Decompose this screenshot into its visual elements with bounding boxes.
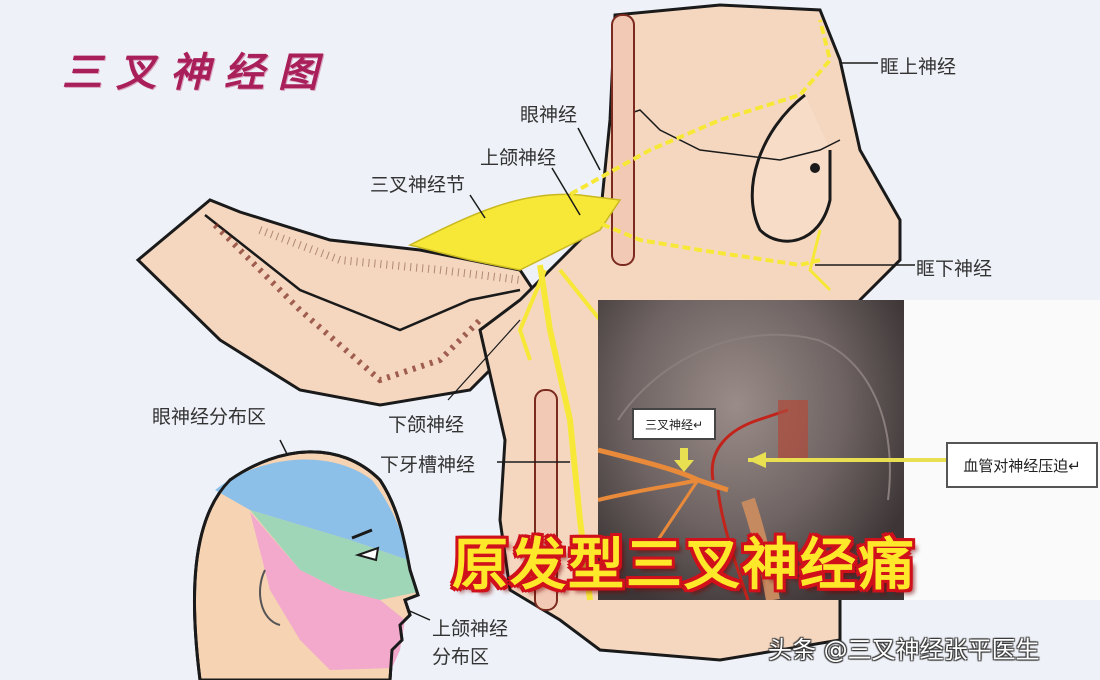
label-mandibular-nerve: 下颌神经 [388, 414, 465, 436]
label-ophthalmic-distribution: 眼神经分布区 [152, 406, 267, 428]
brain-inset-photo [598, 300, 904, 600]
label-maxillary-distribution-2: 分布区 [432, 646, 490, 668]
vascular-compression-callout: 血管对神经压迫↵ [946, 442, 1098, 488]
headline-caption: 原发型三叉神经痛 [452, 533, 916, 598]
diagram-title: 三叉神经图 [62, 49, 332, 96]
brain-vessel-illustration [598, 333, 904, 600]
watermark: 头条 @三叉神经张平医生 [768, 636, 1040, 664]
label-maxillary-nerve: 上颌神经 [480, 147, 557, 169]
callout-arrow [904, 458, 946, 462]
label-infraorbital-nerve: 眶下神经 [916, 258, 993, 280]
label-ophthalmic-nerve: 眼神经 [520, 104, 578, 126]
label-trigeminal-ganglion: 三叉神经节 [370, 174, 466, 196]
label-inferior-alveolar-nerve: 下牙槽神经 [380, 454, 476, 476]
label-supraorbital-nerve: 眶上神经 [880, 56, 957, 78]
inset-nerve-label: 三叉神经↵ [632, 408, 716, 440]
label-maxillary-distribution-1: 上颌神经 [432, 618, 509, 640]
